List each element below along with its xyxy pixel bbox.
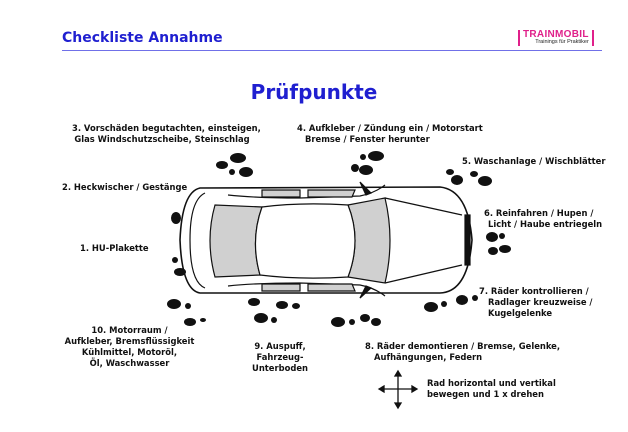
wheel-note-line: Rad horizontal und vertikal [427, 378, 556, 388]
checkpoint-3-line: Glas Windschutzscheibe, Steinschlag [74, 134, 250, 144]
checkpoint-7-line: Radlager kreuzweise / [488, 297, 593, 307]
checkpoint-10-line: Aufkleber, Bremsflüssigkeit [64, 336, 195, 346]
checkpoint-5: 5. Waschanlage / Wischblätter [462, 156, 605, 167]
checkpoint-10-line: Öl, Waschwasser [89, 358, 170, 368]
checkpoint-2: 2. Heckwischer / Gestänge [62, 182, 187, 193]
checkpoint-8-line: 8. Räder demontieren / Bremse, Gelenke, [365, 341, 561, 351]
checkpoint-7-line: 7. Räder kontrollieren / [479, 286, 589, 296]
checkpoint-7-line: Kugelgelenke [488, 308, 553, 318]
header-divider [62, 50, 602, 51]
checkpoint-6-line: 6. Reinfahren / Hupen / [484, 208, 594, 218]
page-title: Checkliste Annahme [62, 30, 223, 46]
checkpoint-5-line: 5. Waschanlage / Wischblätter [462, 156, 606, 166]
wheel-note: Rad horizontal und vertikal bewegen und … [427, 378, 556, 400]
checkpoint-9-line: Unterboden [252, 363, 308, 373]
checkpoint-8-line: Aufhängungen, Federn [374, 352, 483, 362]
checkpoint-9-line: Fahrzeug- [256, 352, 304, 362]
four-way-arrow-icon [377, 369, 419, 410]
checkpoint-4-line: Bremse / Fenster herunter [305, 134, 430, 144]
logo-name: TRAINMOBIL [523, 29, 589, 40]
checkpoint-3-line: 3. Vorschäden begutachten, einsteigen, [72, 123, 261, 133]
checkpoint-3: 3. Vorschäden begutachten, einsteigen, G… [72, 123, 261, 145]
checkpoint-1-line: 1. HU-Plakette [80, 243, 149, 253]
wheel-note-line: bewegen und 1 x drehen [427, 389, 544, 399]
checkpoint-9: 9. Auspuff, Fahrzeug- Unterboden [240, 341, 320, 374]
checkpoint-10-line: Kühlmittel, Motoröl, [81, 347, 178, 357]
footprints [167, 151, 511, 327]
checkpoint-2-line: 2. Heckwischer / Gestänge [62, 182, 188, 192]
checkpoint-6: 6. Reinfahren / Hupen / Licht / Haube en… [484, 208, 602, 230]
checkpoint-4: 4. Aufkleber / Zündung ein / Motorstart … [297, 123, 483, 145]
trainmobil-logo: TRAINMOBIL Trainings für Praktiker [518, 30, 594, 46]
section-heading: Prüfpunkte [250, 80, 378, 104]
checkpoint-1: 1. HU-Plakette [80, 243, 149, 254]
checkpoint-7: 7. Räder kontrollieren / Radlager kreuzw… [479, 286, 592, 319]
logo-tagline: Trainings für Praktiker [535, 39, 589, 45]
checkpoint-10: 10. Motorraum / Aufkleber, Bremsflüssigk… [62, 325, 197, 369]
checkpoint-9-line: 9. Auspuff, [254, 341, 306, 351]
checkpoint-10-line: 10. Motorraum / [91, 325, 168, 335]
checkpoint-4-line: 4. Aufkleber / Zündung ein / Motorstart [297, 123, 483, 133]
checkpoint-6-line: Licht / Haube entriegeln [488, 219, 603, 229]
car-top-view [179, 181, 473, 299]
checkpoint-8: 8. Räder demontieren / Bremse, Gelenke, … [365, 341, 560, 363]
